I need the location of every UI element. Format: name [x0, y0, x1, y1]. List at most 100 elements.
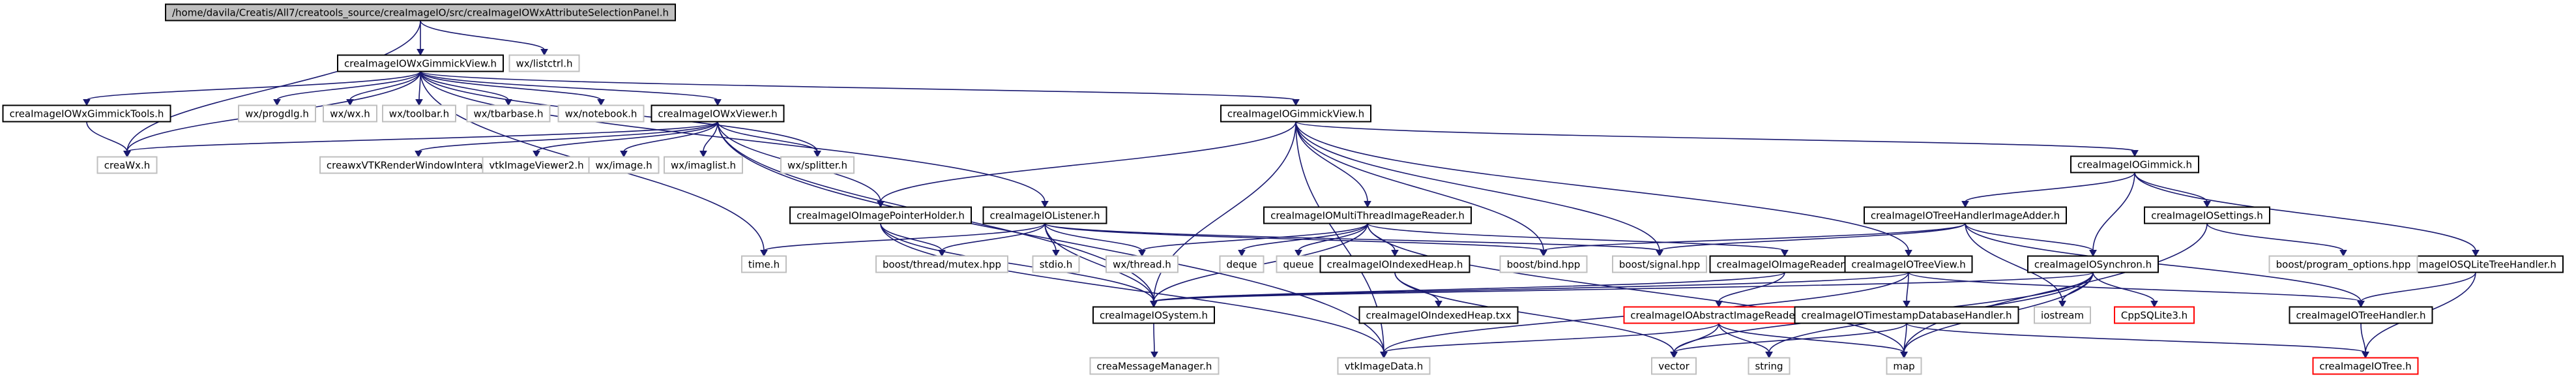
edge-treehandleradder-to-signal: [1656, 222, 1966, 257]
edge-line: [2206, 223, 2344, 252]
node-box: [2144, 206, 2270, 224]
node-bind: boost/bind.hpp: [1499, 255, 1588, 273]
node-listener[interactable]: creaImageIOListener.h: [982, 206, 1107, 224]
edge-line: [126, 121, 718, 153]
node-timestamp[interactable]: creaImageIOTimestampDatabaseHandler.h: [1794, 306, 2019, 324]
node-indexedheap[interactable]: creaImageIOIndexedHeap.h: [1319, 255, 1471, 273]
node-label: wx/image.h: [595, 160, 652, 172]
edge-line: [1141, 222, 1368, 252]
node-box: [2034, 306, 2091, 324]
node-label: wx/wx.h: [330, 108, 370, 120]
edge-multithread-to-queue: [1295, 223, 1368, 257]
edge-gimmickview-to-multithread: [1295, 121, 1371, 208]
node-gimmickview[interactable]: creaImageIOGimmickView.h: [1220, 104, 1371, 123]
node-wxgimmick[interactable]: creaImageIOWxGimmickView.h: [337, 54, 504, 72]
node-synchron[interactable]: creaImageIOSynchron.h: [2027, 255, 2159, 273]
edge-line: [1394, 272, 1439, 302]
edge-arrowhead: [1041, 201, 1049, 208]
node-system[interactable]: creaImageIOSystem.h: [1092, 306, 1215, 324]
edge-line: [420, 71, 1046, 202]
edge-wxgimmick-to-wxviewer: [420, 70, 722, 106]
node-imagereader[interactable]: creaImageIOImageReader.h: [1709, 255, 1860, 273]
edge-arrowhead: [1238, 250, 1246, 257]
edge-wxgimmick-to-tools: [83, 70, 421, 106]
node-wxviewer[interactable]: creaImageIOWxViewer.h: [651, 104, 785, 123]
edge-line: [1295, 121, 1368, 202]
edge-arrowhead: [699, 151, 707, 158]
node-label: creaImageIOAbstractImageReader.h: [1630, 310, 1807, 322]
node-treeview[interactable]: creaImageIOTreeView.h: [1844, 255, 1973, 273]
edge-synchron-to-system: [1150, 271, 2094, 308]
node-progdlg: wx/progdlg.h: [238, 104, 316, 123]
node-imaglist: wx/imaglist.h: [664, 156, 743, 174]
edge-line: [1908, 271, 2362, 303]
edge-arrowhead: [2203, 201, 2211, 208]
edge-wxgimmick-to-wxh: [346, 71, 421, 106]
node-label: queue: [1283, 259, 1314, 271]
edge-arrowhead: [1900, 352, 1908, 359]
node-label: creaWx.h: [104, 160, 151, 172]
node-settings[interactable]: creaImageIOSettings.h: [2144, 206, 2270, 224]
edge-abstractreader-to-vtkimagedata: [1380, 322, 1720, 359]
edge-listener-to-signal: [1044, 222, 1663, 257]
edge-wxgimmick-to-listener: [420, 71, 1049, 208]
edge-gimmick-to-sqlite: [2134, 172, 2480, 257]
edge-arrowhead: [1781, 250, 1789, 257]
edge-arrowhead: [1540, 250, 1547, 257]
node-multithread[interactable]: creaImageIOMultiThreadImageReader.h: [1263, 206, 1472, 224]
edge-synchron-to-cppsqlite: [2092, 272, 2158, 308]
edge-line: [1295, 121, 1660, 251]
edge-timestamp-to-tree: [1906, 322, 2369, 359]
edge-arrowhead: [938, 250, 946, 257]
node-box: [337, 54, 504, 72]
node-label: time.h: [748, 259, 780, 271]
node-treehandler[interactable]: creaImageIOTreeHandler.h: [2289, 306, 2433, 324]
node-label: creaImageIOGimmickView.h: [1227, 108, 1364, 120]
node-tools[interactable]: creaImageIOWxGimmickTools.h: [2, 104, 171, 123]
edge-line: [1965, 223, 2094, 252]
edge-line: [1718, 323, 1905, 354]
node-label: creaImageIOListener.h: [990, 210, 1100, 222]
node-indexedheaptxx[interactable]: creaImageIOIndexedHeap.txx: [1358, 306, 1519, 324]
node-box: [1319, 255, 1471, 273]
edge-settings-to-progopts: [2206, 223, 2347, 257]
edge-treehandleradder-to-synchron: [1965, 223, 2097, 257]
node-box: [1219, 255, 1265, 273]
node-gimmick[interactable]: creaImageIOGimmick.h: [2070, 155, 2199, 174]
node-label: /home/davila/Creatis/All7/creatools_sour…: [172, 7, 669, 20]
node-label: string: [1755, 361, 1783, 372]
node-box: [1089, 357, 1220, 375]
node-box: [482, 156, 591, 174]
edge-arrowhead: [813, 151, 821, 158]
node-progopts: boost/program_options.hpp: [2268, 255, 2418, 273]
edge-imagereader-to-system: [1150, 271, 1785, 308]
edge-gimmick-to-synchron: [2089, 172, 2135, 257]
node-box: [466, 104, 551, 123]
edge-gimmick-to-settings: [2134, 172, 2211, 208]
nodes-layer: /home/davila/Creatis/All7/creatools_sour…: [2, 3, 2564, 375]
edge-arrowhead: [1150, 301, 1158, 308]
edge-multithread-to-imagereader: [1367, 222, 1789, 257]
edge-line: [420, 71, 509, 100]
node-ptrholder[interactable]: creaImageIOImagePointerHolder.h: [789, 206, 972, 224]
node-box: [1612, 255, 1707, 273]
edge-arrowhead: [1670, 352, 1678, 359]
node-treehandleradder[interactable]: creaImageIOTreeHandlerImageAdder.h: [1864, 206, 2067, 224]
node-label: creaImageIOIndexedHeap.h: [1327, 259, 1463, 271]
node-label: boost/bind.hpp: [1507, 259, 1581, 271]
node-box: [2268, 255, 2418, 273]
node-wximage: wx/image.h: [588, 156, 660, 174]
edge-wxgimmick-to-gimmickview: [420, 70, 1300, 106]
node-box: [1748, 357, 1791, 375]
node-box: [780, 156, 855, 174]
node-root[interactable]: /home/davila/Creatis/All7/creatools_sour…: [165, 3, 676, 22]
edge-line: [1044, 222, 1544, 252]
node-box: [875, 255, 1008, 273]
node-notebook: wx/notebook.h: [557, 104, 645, 123]
node-cppsqlite: CppSQLite3.h: [2114, 306, 2195, 324]
edge-sqlite-to-treehandler: [2357, 272, 2476, 308]
node-label: map: [1893, 361, 1914, 372]
node-label: iostream: [2041, 310, 2084, 322]
edge-arrowhead: [273, 99, 281, 106]
